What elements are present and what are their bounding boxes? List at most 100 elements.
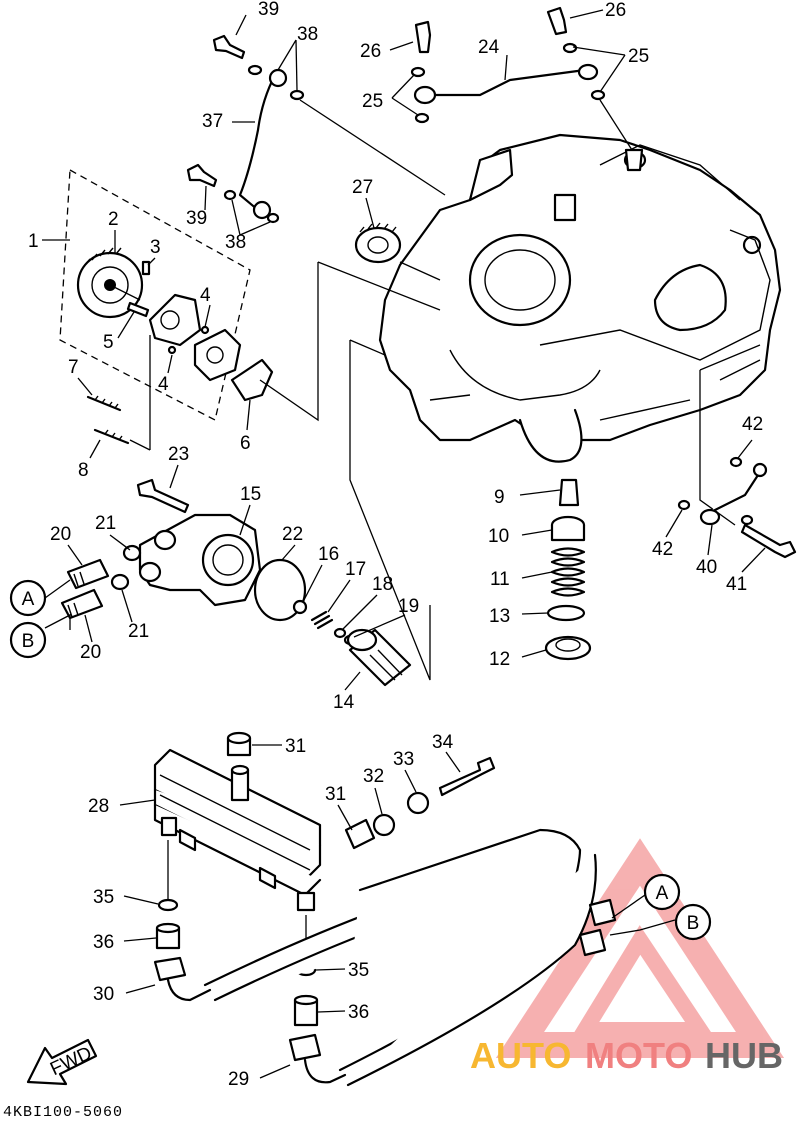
filter-housing bbox=[60, 478, 412, 687]
callout-p11: 11 bbox=[490, 569, 510, 590]
leader-p20b bbox=[84, 614, 93, 643]
leader-p33 bbox=[404, 769, 417, 793]
leader-p10 bbox=[521, 529, 553, 536]
leader-p42b bbox=[665, 509, 683, 538]
callout-p9: 9 bbox=[494, 487, 505, 508]
leader-p39b bbox=[204, 185, 207, 211]
callout-p16: 16 bbox=[318, 544, 339, 565]
svg-text:MOTO: MOTO bbox=[585, 1035, 692, 1076]
callout-p18: 18 bbox=[372, 574, 393, 595]
leader-p16 bbox=[303, 564, 323, 601]
callout-p10: 10 bbox=[488, 526, 509, 547]
leader-p38b bbox=[231, 199, 241, 236]
leader-p30 bbox=[125, 984, 156, 994]
leader-p4b bbox=[167, 354, 173, 374]
leader-p23 bbox=[169, 464, 179, 489]
callout-p24: 24 bbox=[478, 37, 500, 58]
callout-p35b: 35 bbox=[348, 960, 369, 981]
leader-p31b bbox=[337, 804, 353, 831]
leader-p12 bbox=[521, 649, 547, 658]
callout-p28: 28 bbox=[88, 796, 109, 817]
svg-text:A: A bbox=[656, 883, 669, 904]
watermark-logo bbox=[495, 838, 785, 1058]
leader-p25a bbox=[391, 97, 419, 116]
leader-p18 bbox=[341, 594, 378, 631]
leader-p35b bbox=[315, 968, 346, 971]
strainer-stack bbox=[544, 478, 592, 661]
callout-p42a: 42 bbox=[742, 414, 763, 435]
callout-p3: 3 bbox=[150, 237, 161, 258]
svg-text:A: A bbox=[22, 589, 35, 610]
callout-p5: 5 bbox=[103, 332, 114, 353]
callout-p20a: 20 bbox=[50, 524, 71, 545]
svg-text:HUB: HUB bbox=[705, 1035, 783, 1076]
callout-p19: 19 bbox=[398, 596, 419, 617]
callout-p26a: 26 bbox=[360, 41, 381, 62]
callout-p12: 12 bbox=[489, 649, 510, 670]
svg-text:AUTO: AUTO bbox=[470, 1035, 571, 1076]
watermark-text: AUTO MOTO HUB bbox=[470, 1035, 783, 1076]
callout-p8: 8 bbox=[78, 460, 89, 481]
svg-text:B: B bbox=[22, 631, 35, 652]
gear-27 bbox=[354, 222, 441, 281]
callout-p31a: 31 bbox=[285, 736, 306, 757]
callout-p21a: 21 bbox=[95, 513, 116, 534]
marker-a-right: A bbox=[643, 873, 681, 911]
leader-p38a bbox=[295, 39, 298, 91]
callout-p14: 14 bbox=[333, 692, 355, 713]
leader-p28 bbox=[119, 799, 156, 806]
callout-p39b: 39 bbox=[186, 208, 207, 229]
leader-p6 bbox=[246, 399, 251, 431]
leader-p34 bbox=[445, 751, 461, 773]
callout-p17: 17 bbox=[345, 559, 366, 580]
callout-p37: 37 bbox=[202, 111, 223, 132]
callout-p13: 13 bbox=[489, 606, 510, 627]
leader-p17 bbox=[327, 579, 351, 613]
callout-p27: 27 bbox=[352, 177, 373, 198]
leader-p25a bbox=[391, 74, 415, 99]
leader-p22 bbox=[281, 544, 296, 561]
callout-p2: 2 bbox=[108, 209, 119, 230]
callout-p41: 41 bbox=[726, 574, 747, 595]
leader-p7 bbox=[77, 377, 93, 396]
callout-p20b: 20 bbox=[80, 642, 101, 663]
callout-p4a: 4 bbox=[200, 285, 211, 306]
oil-hoses bbox=[153, 828, 676, 1087]
diagram-code: 4KBI100-5060 bbox=[3, 1104, 123, 1121]
leader-p26a bbox=[389, 41, 414, 51]
leader-p26b bbox=[569, 9, 604, 19]
callout-p15: 15 bbox=[240, 484, 261, 505]
leader-p3 bbox=[147, 257, 156, 266]
marker-b-right: B bbox=[674, 903, 712, 941]
callout-p31b: 31 bbox=[325, 784, 346, 805]
callout-p32: 32 bbox=[363, 766, 384, 787]
leader-p25b bbox=[572, 46, 626, 56]
leader-p27 bbox=[365, 197, 375, 229]
oil-pipe-37 bbox=[186, 34, 446, 224]
leader-p25b bbox=[599, 54, 626, 93]
callout-p34: 34 bbox=[432, 732, 454, 753]
callout-p22: 22 bbox=[282, 524, 303, 545]
fwd-arrow[interactable] bbox=[26, 1038, 98, 1086]
callout-p38b: 38 bbox=[225, 232, 246, 253]
leader-p4a bbox=[204, 304, 211, 328]
callout-p30: 30 bbox=[93, 984, 114, 1005]
leader-p11 bbox=[521, 571, 553, 579]
callout-p21b: 21 bbox=[128, 621, 149, 642]
callout-p36b: 36 bbox=[348, 1002, 369, 1023]
leader-p38a bbox=[277, 39, 297, 71]
callout-p29: 29 bbox=[228, 1069, 249, 1090]
svg-text:B: B bbox=[687, 913, 700, 934]
crankcase bbox=[378, 133, 782, 463]
oil-pump-group bbox=[59, 168, 274, 451]
callout-p6: 6 bbox=[240, 433, 251, 454]
callout-p4b: 4 bbox=[158, 374, 169, 395]
marker-b-left: B bbox=[9, 621, 47, 659]
callout-p36a: 36 bbox=[93, 932, 114, 953]
callout-p26b: 26 bbox=[605, 0, 626, 21]
leader-p9 bbox=[519, 489, 561, 496]
leader-p13 bbox=[521, 612, 549, 615]
leader-p20a bbox=[67, 544, 83, 566]
